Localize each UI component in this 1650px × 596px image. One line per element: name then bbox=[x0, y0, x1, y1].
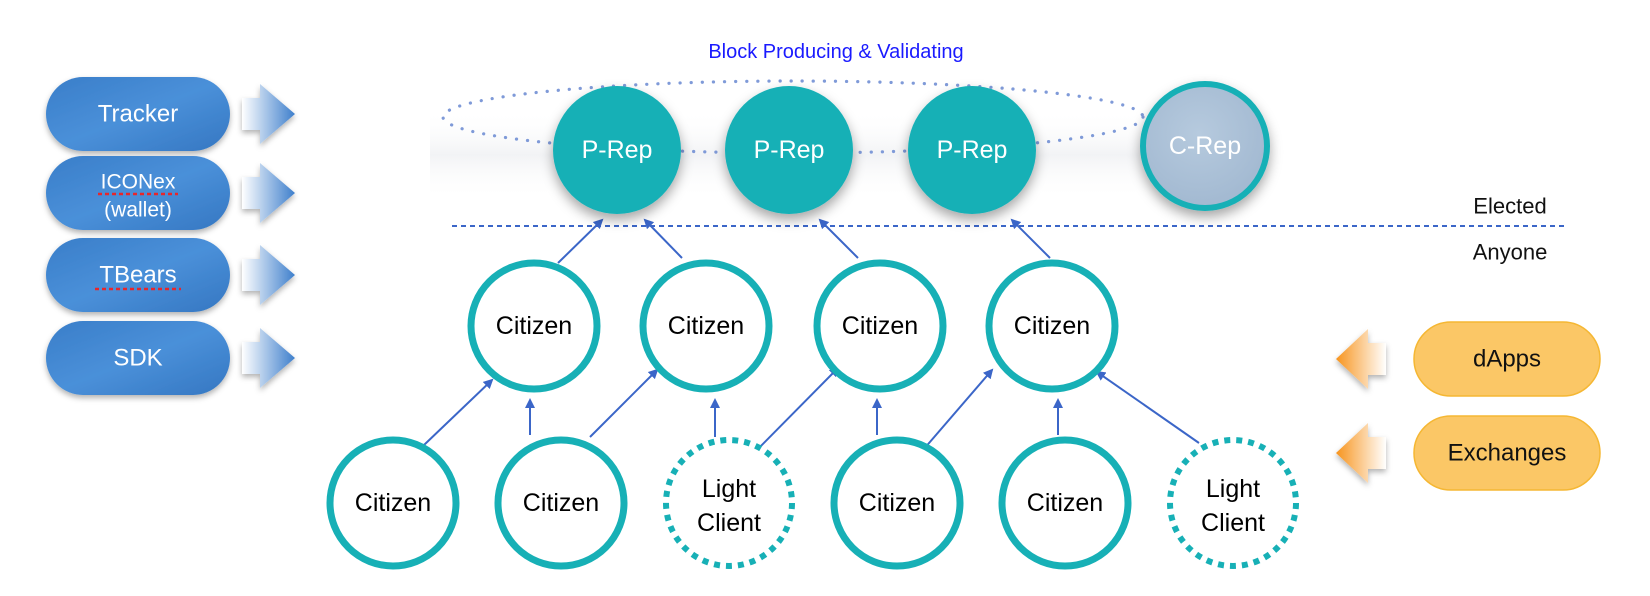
tier-label-anyone: Anyone bbox=[1473, 240, 1548, 265]
citizen-label: Citizen bbox=[859, 489, 935, 517]
right-arrow-icon bbox=[242, 245, 295, 305]
prep-circle bbox=[908, 86, 1036, 214]
client-pill bbox=[1413, 415, 1601, 491]
tier-label-elected: Elected bbox=[1473, 194, 1546, 219]
citizen-node[interactable]: Citizen bbox=[985, 259, 1119, 393]
vote-arrow bbox=[751, 366, 840, 456]
prep-circle bbox=[725, 86, 853, 214]
tool-sdk[interactable]: SDK bbox=[46, 321, 295, 395]
citizen-label: Citizen bbox=[496, 312, 572, 340]
tool-label: Tracker bbox=[98, 101, 178, 128]
tool-pill bbox=[46, 238, 230, 312]
left-arrow-icon bbox=[1336, 329, 1386, 389]
citizen-circle bbox=[998, 436, 1132, 570]
right-arrow-icon bbox=[242, 163, 295, 223]
citizen-circle bbox=[494, 436, 628, 570]
tool-tbears[interactable]: TBears bbox=[46, 238, 295, 312]
vote-arrow bbox=[916, 368, 994, 458]
diagram-title: Block Producing & Validating bbox=[708, 41, 963, 63]
prep-node[interactable]: P-Rep bbox=[725, 86, 853, 214]
rep-label: P-Rep bbox=[582, 136, 653, 164]
citizen-circle bbox=[639, 259, 773, 393]
client-exchanges[interactable]: Exchanges bbox=[1336, 415, 1601, 491]
citizen-node[interactable]: Citizen bbox=[494, 436, 628, 570]
tool-sublabel: (wallet) bbox=[104, 199, 172, 222]
client-label: Exchanges bbox=[1448, 440, 1567, 467]
citizen-circle bbox=[326, 436, 460, 570]
citizen-label: Citizen bbox=[1014, 312, 1090, 340]
citizen-label: Citizen bbox=[668, 312, 744, 340]
right-arrow-icon bbox=[242, 328, 295, 388]
light-client-label-line: Light bbox=[1206, 475, 1260, 503]
light-client-label-line: Light bbox=[702, 475, 756, 503]
vote-edges bbox=[423, 218, 1200, 458]
crep-circle bbox=[1140, 81, 1270, 211]
tool-pill bbox=[46, 77, 230, 151]
citizen-label: Citizen bbox=[842, 312, 918, 340]
citizen-node[interactable]: Citizen bbox=[467, 259, 601, 393]
client-label: dApps bbox=[1473, 346, 1541, 373]
tool-pill bbox=[46, 156, 230, 230]
light-client-circle bbox=[663, 437, 795, 569]
vote-arrow bbox=[423, 378, 494, 446]
citizen-node[interactable]: Citizen bbox=[326, 436, 460, 570]
crep-node[interactable]: C-Rep bbox=[1140, 81, 1270, 211]
vote-arrow bbox=[1010, 218, 1051, 259]
citizen-label: Citizen bbox=[523, 489, 599, 517]
light-client-label-line: Client bbox=[697, 509, 761, 537]
tool-iconex[interactable]: ICONex (wallet) bbox=[46, 156, 295, 230]
vote-arrow bbox=[1095, 370, 1200, 444]
citizen-circle bbox=[985, 259, 1119, 393]
light-client-label-line: Client bbox=[1201, 509, 1265, 537]
citizen-node[interactable]: Citizen bbox=[639, 259, 773, 393]
citizen-node[interactable]: Citizen bbox=[813, 259, 947, 393]
prep-node[interactable]: P-Rep bbox=[553, 86, 681, 214]
tool-tracker[interactable]: Tracker bbox=[46, 77, 295, 151]
tool-label: ICONex bbox=[101, 171, 176, 194]
rep-label: P-Rep bbox=[754, 136, 825, 164]
prep-circle bbox=[553, 86, 681, 214]
citizen-label: Citizen bbox=[355, 489, 431, 517]
tool-label: SDK bbox=[113, 345, 162, 372]
tool-pill bbox=[46, 321, 230, 395]
client-pill bbox=[1413, 321, 1601, 397]
vote-arrow bbox=[643, 218, 683, 259]
citizen-circle bbox=[467, 259, 601, 393]
citizen-node[interactable]: Citizen bbox=[830, 436, 964, 570]
light-client-circle bbox=[1167, 437, 1299, 569]
citizen-circle bbox=[813, 259, 947, 393]
vote-arrow bbox=[557, 218, 604, 264]
citizen-node[interactable]: Citizen bbox=[998, 436, 1132, 570]
vote-arrow bbox=[818, 218, 859, 259]
tool-label: TBears bbox=[99, 262, 176, 289]
citizen-circle bbox=[830, 436, 964, 570]
client-dapps[interactable]: dApps bbox=[1336, 321, 1601, 397]
right-arrow-icon bbox=[242, 84, 295, 144]
citizen-label: Citizen bbox=[1027, 489, 1103, 517]
rep-label: P-Rep bbox=[937, 136, 1008, 164]
rep-label: C-Rep bbox=[1169, 132, 1241, 160]
prep-node[interactable]: P-Rep bbox=[908, 86, 1036, 214]
labels: Block Producing & ValidatingElectedAnyon… bbox=[708, 41, 1547, 265]
vote-arrow bbox=[589, 368, 659, 438]
left-arrow-icon bbox=[1336, 423, 1386, 483]
